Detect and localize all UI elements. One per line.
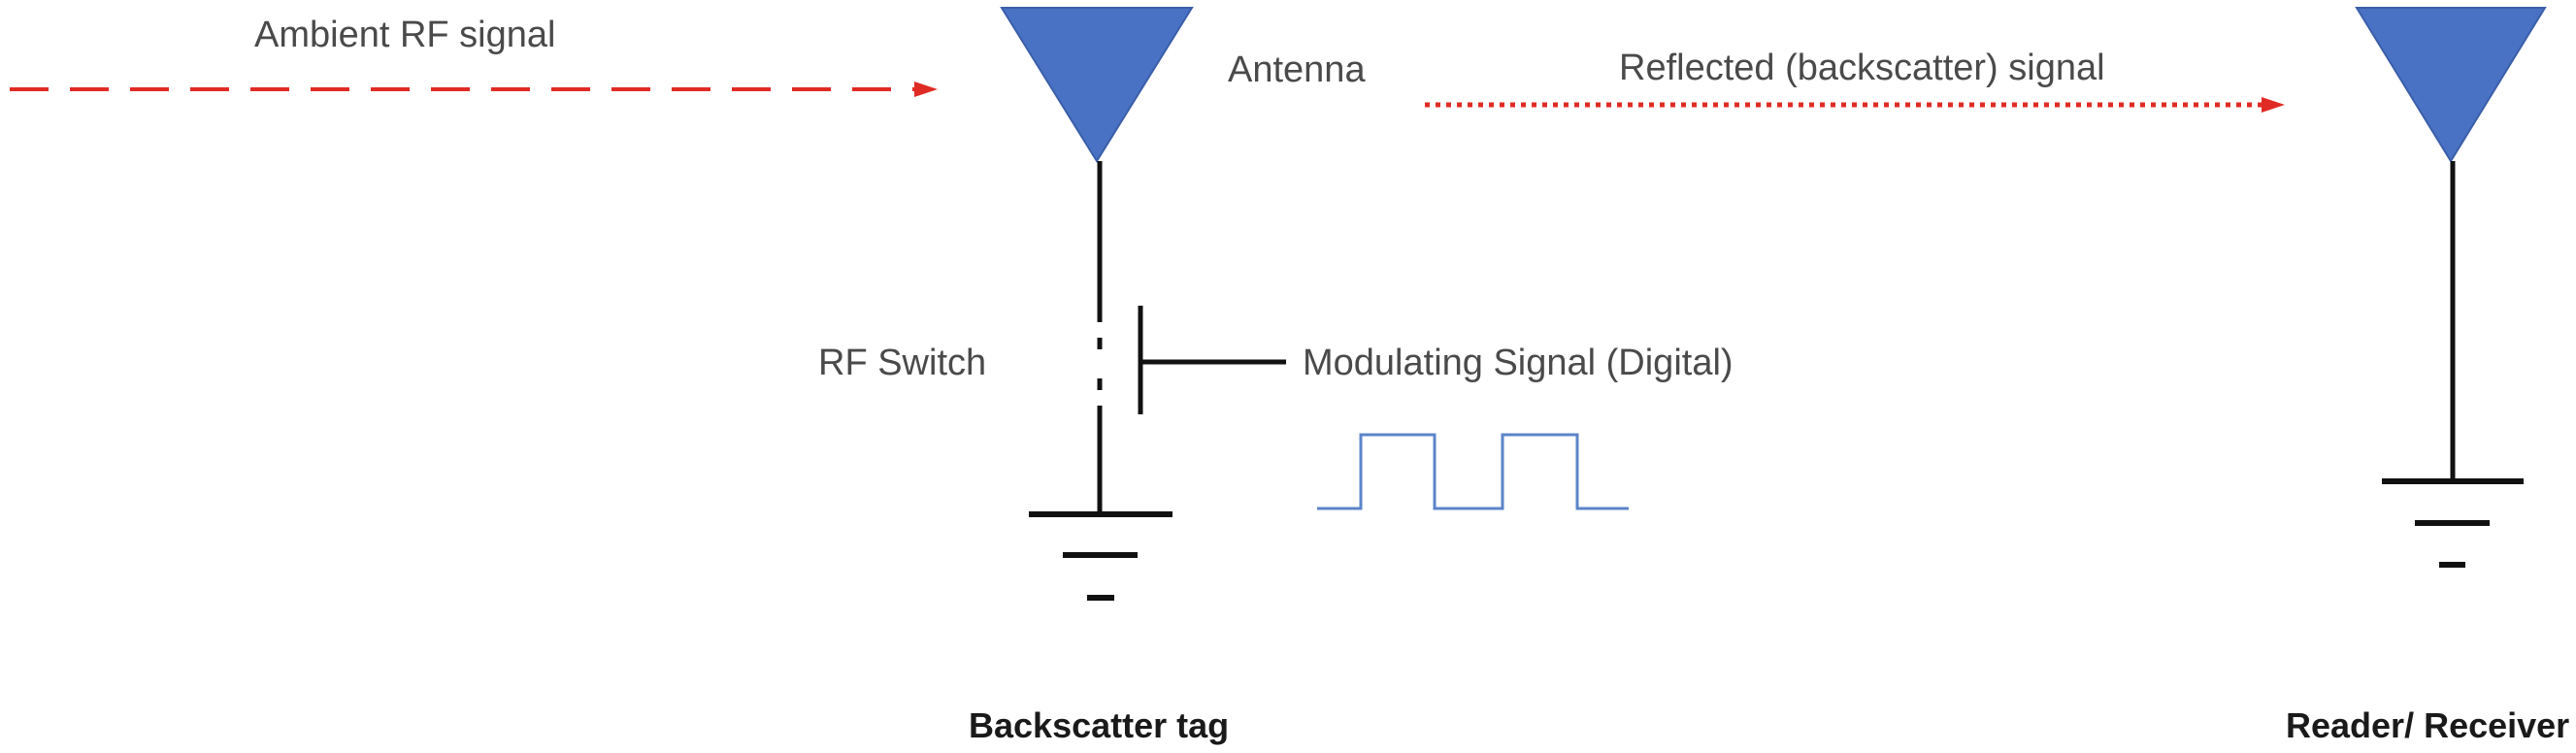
tag-circuit — [1097, 161, 1286, 512]
digital-waveform-icon — [1317, 433, 1629, 510]
reflected-signal-arrowhead — [2262, 97, 2285, 113]
backscatter-tag-caption: Backscatter tag — [969, 705, 1229, 745]
tag-ground-icon — [1029, 511, 1172, 601]
reflected-signal-arrow — [1425, 97, 2285, 113]
ambient-signal-label: Ambient RF signal — [254, 15, 555, 55]
modulating-signal-label: Modulating Signal (Digital) — [1303, 343, 1734, 383]
rf-switch-label: RF Switch — [818, 343, 986, 383]
antenna-label: Antenna — [1228, 49, 1366, 90]
reader-receiver-caption: Reader/ Receiver — [2286, 705, 2569, 745]
reflected-signal-label: Reflected (backscatter) signal — [1619, 48, 2105, 88]
reader-antenna-icon — [2355, 7, 2547, 163]
ambient-rf-signal-arrow — [10, 82, 938, 97]
tag-antenna-icon — [1000, 7, 1194, 163]
ambient-signal-arrowhead — [914, 82, 938, 97]
reader-ground-icon — [2382, 478, 2524, 568]
